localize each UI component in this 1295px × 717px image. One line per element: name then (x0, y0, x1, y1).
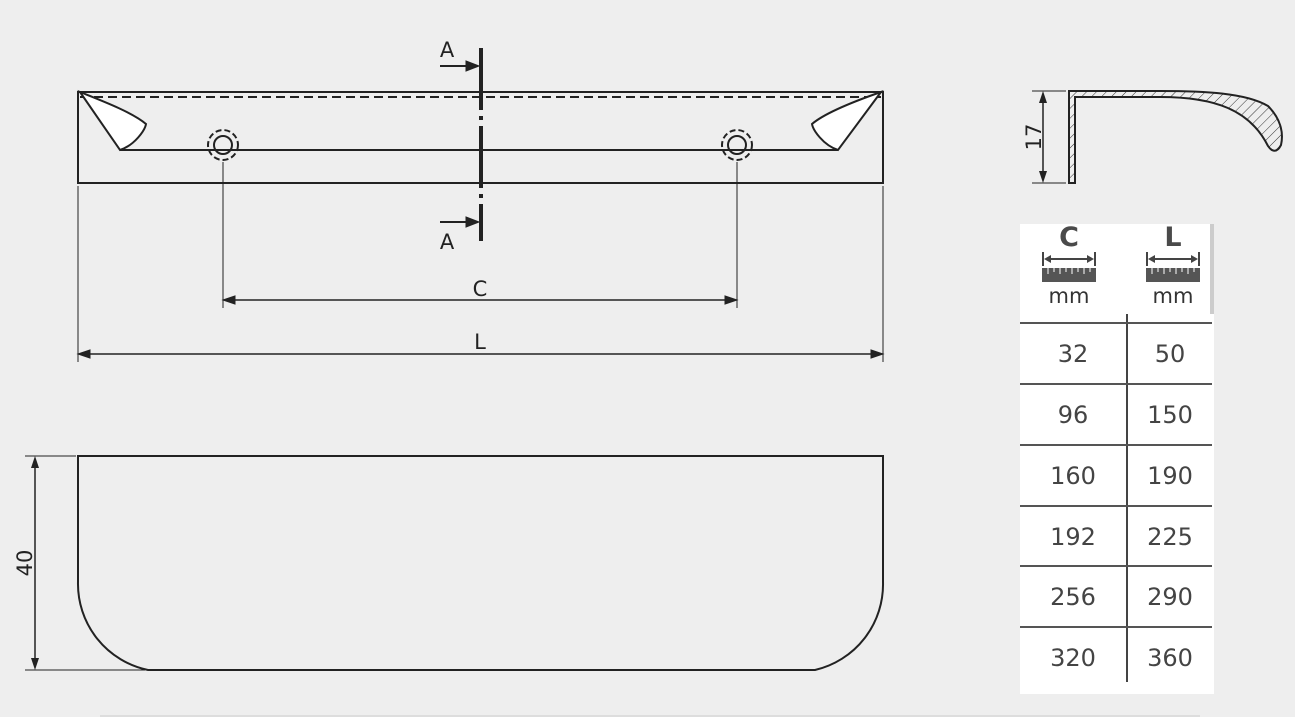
cell-l: 360 (1147, 644, 1193, 672)
header-l-letter: L (1164, 222, 1182, 253)
table-row: 160 190 (1020, 444, 1212, 506)
cell-c: 96 (1057, 401, 1089, 429)
table-row: 96 150 (1020, 383, 1212, 445)
section-line-a (440, 48, 483, 241)
cell-c: 160 (1050, 462, 1096, 490)
mounting-hole-right-inner (727, 135, 747, 155)
cell-l: 290 (1147, 583, 1193, 611)
table-row: 256 290 (1020, 565, 1212, 627)
header-c-unit: mm (1048, 284, 1090, 308)
dimension-l-label: L (474, 330, 486, 354)
size-table-header: C mm L (1020, 222, 1214, 324)
dimension-c (221, 162, 739, 308)
section-label-top: A (440, 38, 455, 62)
mounting-hole-right (721, 129, 753, 161)
dimension-l (76, 186, 885, 362)
cell-l: 190 (1147, 462, 1193, 490)
column-divider (1126, 314, 1128, 682)
table-row: 32 50 (1020, 322, 1212, 384)
dimension-c-label: C (473, 277, 488, 301)
side-profile (1032, 90, 1283, 184)
right-wing-end (810, 89, 884, 152)
table-row: 320 360 (1020, 626, 1212, 688)
ruler-icon (1146, 252, 1200, 282)
cell-c: 320 (1050, 644, 1096, 672)
ruler-icon (1042, 252, 1096, 282)
header-l: L mm (1126, 222, 1220, 324)
section-label-bottom: A (440, 230, 455, 254)
height-dimension-label: 40 (13, 550, 37, 577)
handle-outline-front (76, 455, 885, 671)
cell-l: 50 (1154, 340, 1186, 368)
cell-l: 225 (1147, 523, 1193, 551)
table-row: 192 225 (1020, 505, 1212, 567)
cell-l: 150 (1147, 401, 1193, 429)
mounting-hole-left (207, 129, 239, 161)
section-arrow-top (465, 60, 481, 72)
cell-c: 256 (1050, 583, 1096, 611)
cell-c: 192 (1050, 523, 1096, 551)
mounting-hole-left-inner (213, 135, 233, 155)
left-wing-end (77, 89, 148, 152)
profile-section (1068, 90, 1283, 184)
size-table: C mm L (1020, 222, 1214, 694)
depth-dimension-label: 17 (1022, 124, 1046, 151)
front-view (25, 455, 885, 671)
section-arrow-bottom (465, 216, 481, 228)
header-c-letter: C (1059, 222, 1079, 253)
cell-c: 32 (1057, 340, 1089, 368)
header-l-unit: mm (1152, 284, 1194, 308)
header-c: C mm (1022, 222, 1116, 324)
